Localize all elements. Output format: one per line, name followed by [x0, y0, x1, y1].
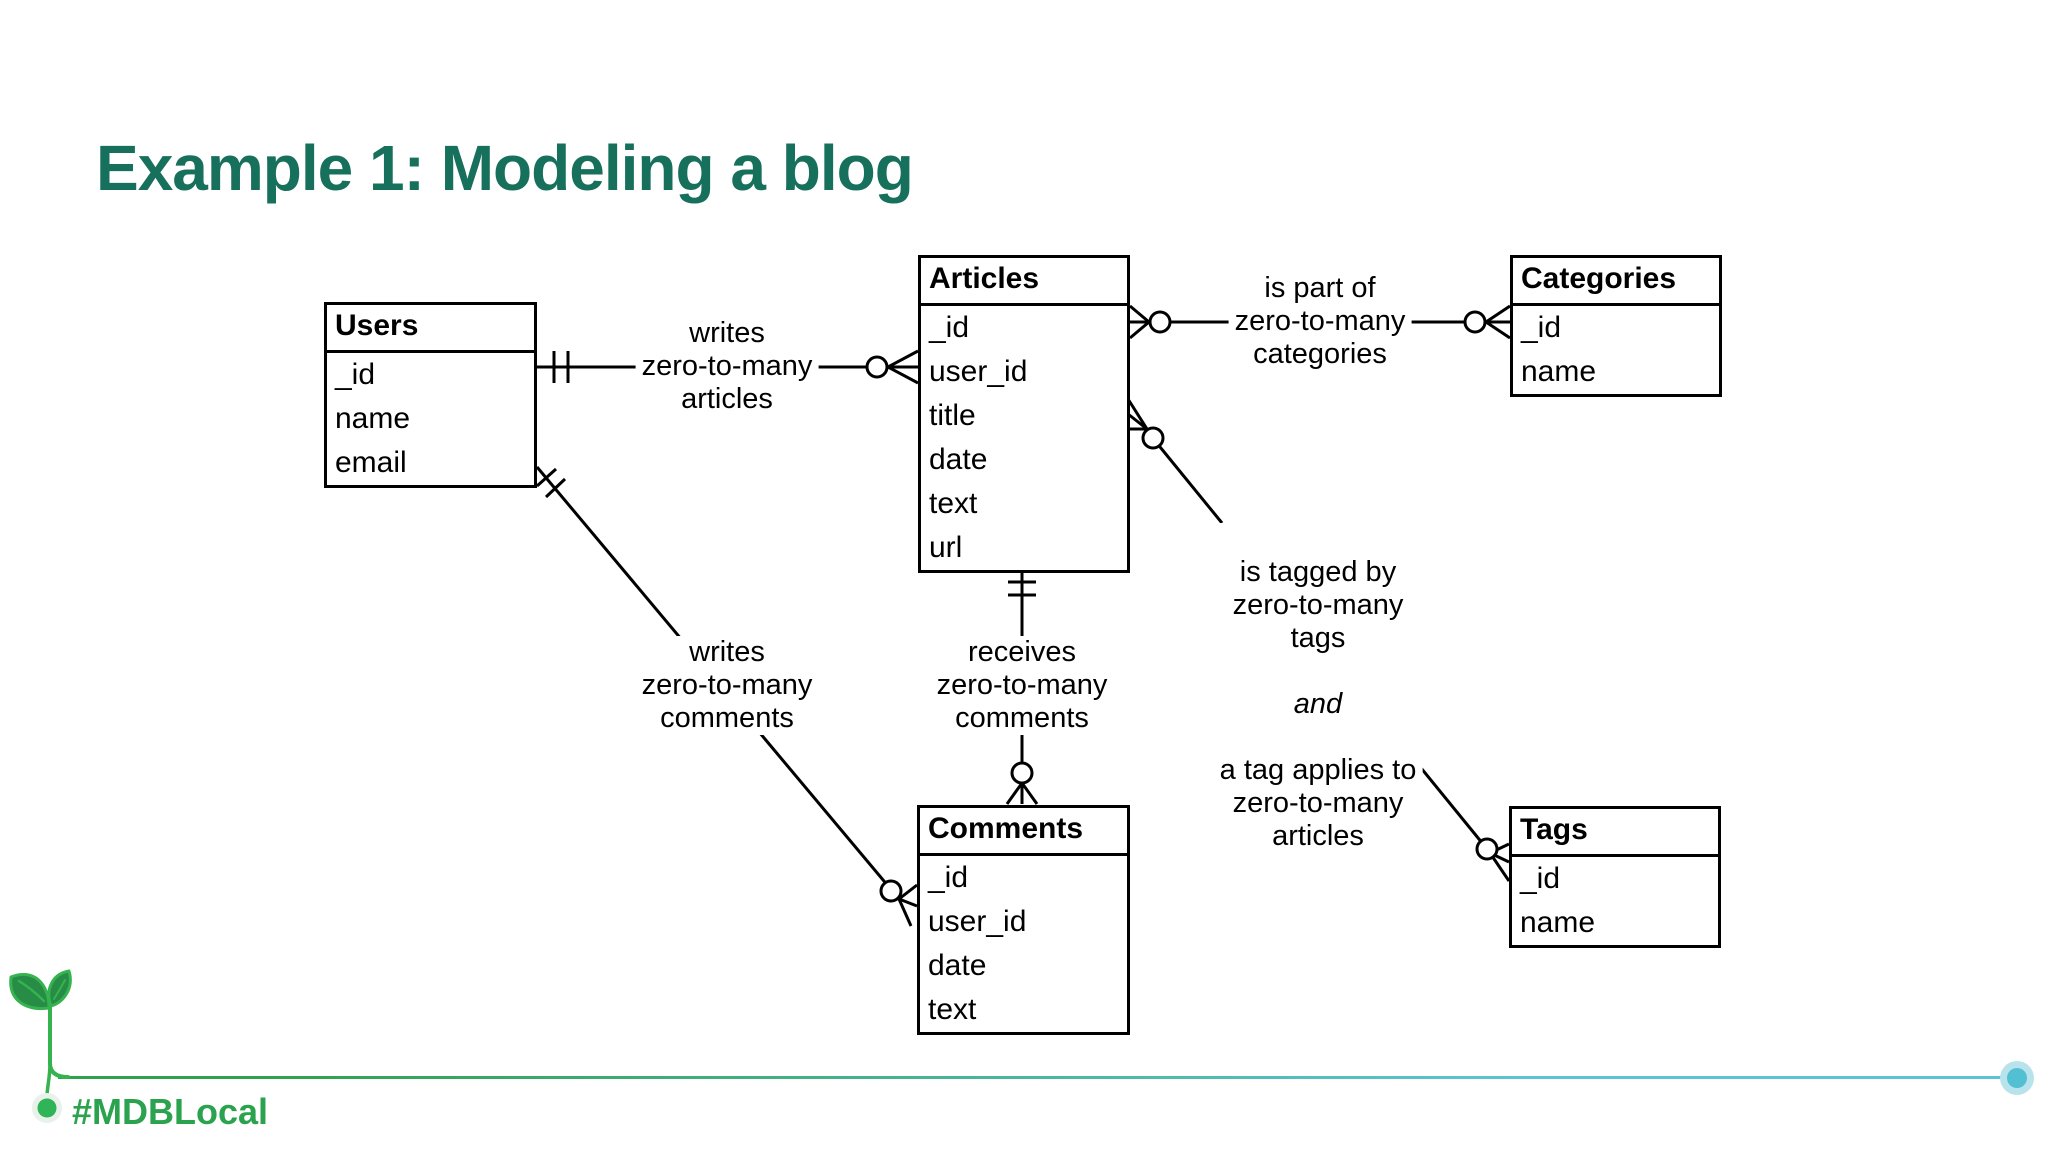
entity-row: name [1520, 906, 1596, 939]
entity-row: name [335, 402, 411, 435]
crow-foot-icon [1005, 782, 1039, 805]
entity-row: _id [1520, 862, 1561, 895]
entity-row: _id [929, 311, 970, 344]
entity-row: user_id [929, 355, 1028, 388]
entity-row: text [929, 487, 978, 520]
entity-row: user_id [928, 905, 1027, 938]
zero-circle-icon [1141, 426, 1165, 450]
page-title: Example 1: Modeling a blog [96, 132, 914, 204]
entity-row: date [929, 443, 988, 476]
crow-foot-icon [1129, 304, 1150, 340]
zero-circle-icon [1010, 761, 1034, 785]
entity-row: _id [1521, 311, 1562, 344]
entity-articles: Articles _id user_id title date text url [918, 255, 1130, 573]
one-tick-icon [1008, 580, 1036, 597]
entity-row: url [929, 531, 963, 564]
entity-header: Comments [920, 808, 1127, 856]
entity-row: _id [335, 358, 376, 391]
zero-circle-icon [1463, 310, 1487, 334]
hashtag-label: #MDBLocal [72, 1091, 269, 1132]
zero-circle-icon [1475, 837, 1499, 861]
zero-circle-icon [865, 355, 889, 379]
rel-label-writes-articles: writes zero-to-many articles [635, 317, 819, 416]
rel-label-receives-comments: receives zero-to-many comments [930, 636, 1114, 735]
crow-foot-icon [1485, 304, 1511, 340]
rel-label-part: a tag applies to zero-to-many articles [1219, 754, 1417, 852]
entity-row: name [1521, 355, 1597, 388]
sprout-icon [9, 969, 72, 1123]
one-tick-icon [552, 351, 570, 383]
line-end-dot-icon [2000, 1061, 2034, 1095]
entity-tags: Tags _id name [1509, 806, 1721, 948]
entity-row: date [928, 949, 987, 982]
seed-dot [37, 1098, 57, 1118]
entity-header: Categories [1513, 258, 1719, 306]
entity-row: text [928, 993, 977, 1026]
zero-circle-icon [1148, 310, 1172, 334]
entity-header: Articles [921, 258, 1127, 306]
entity-comments: Comments _id user_id date text [917, 805, 1130, 1035]
one-tick-icon [535, 467, 567, 499]
footer-divider-line [58, 1076, 2008, 1079]
entity-row: email [335, 446, 407, 479]
crow-foot-icon [1126, 398, 1149, 431]
crow-foot-icon [897, 883, 918, 927]
rel-label-part: is tagged by zero-to-many tags [1232, 556, 1404, 654]
entity-row: _id [928, 861, 969, 894]
entity-users: Users _id name email [324, 302, 537, 488]
rel-label-is-part-of-categories: is part of zero-to-many categories [1228, 272, 1412, 371]
entity-row: title [929, 399, 976, 432]
entity-header: Tags [1512, 809, 1718, 857]
entity-header: Users [327, 305, 534, 353]
crow-foot-icon [887, 349, 919, 385]
rel-label-is-tagged-by: is tagged by zero-to-many tags and a tag… [1213, 523, 1423, 886]
entity-categories: Categories _id name [1510, 255, 1722, 397]
rel-label-writes-comments: writes zero-to-many comments [635, 636, 819, 735]
articles-tags-connector [1126, 398, 1511, 882]
zero-circle-icon [879, 879, 903, 903]
rel-label-conjunction: and [1293, 688, 1343, 720]
